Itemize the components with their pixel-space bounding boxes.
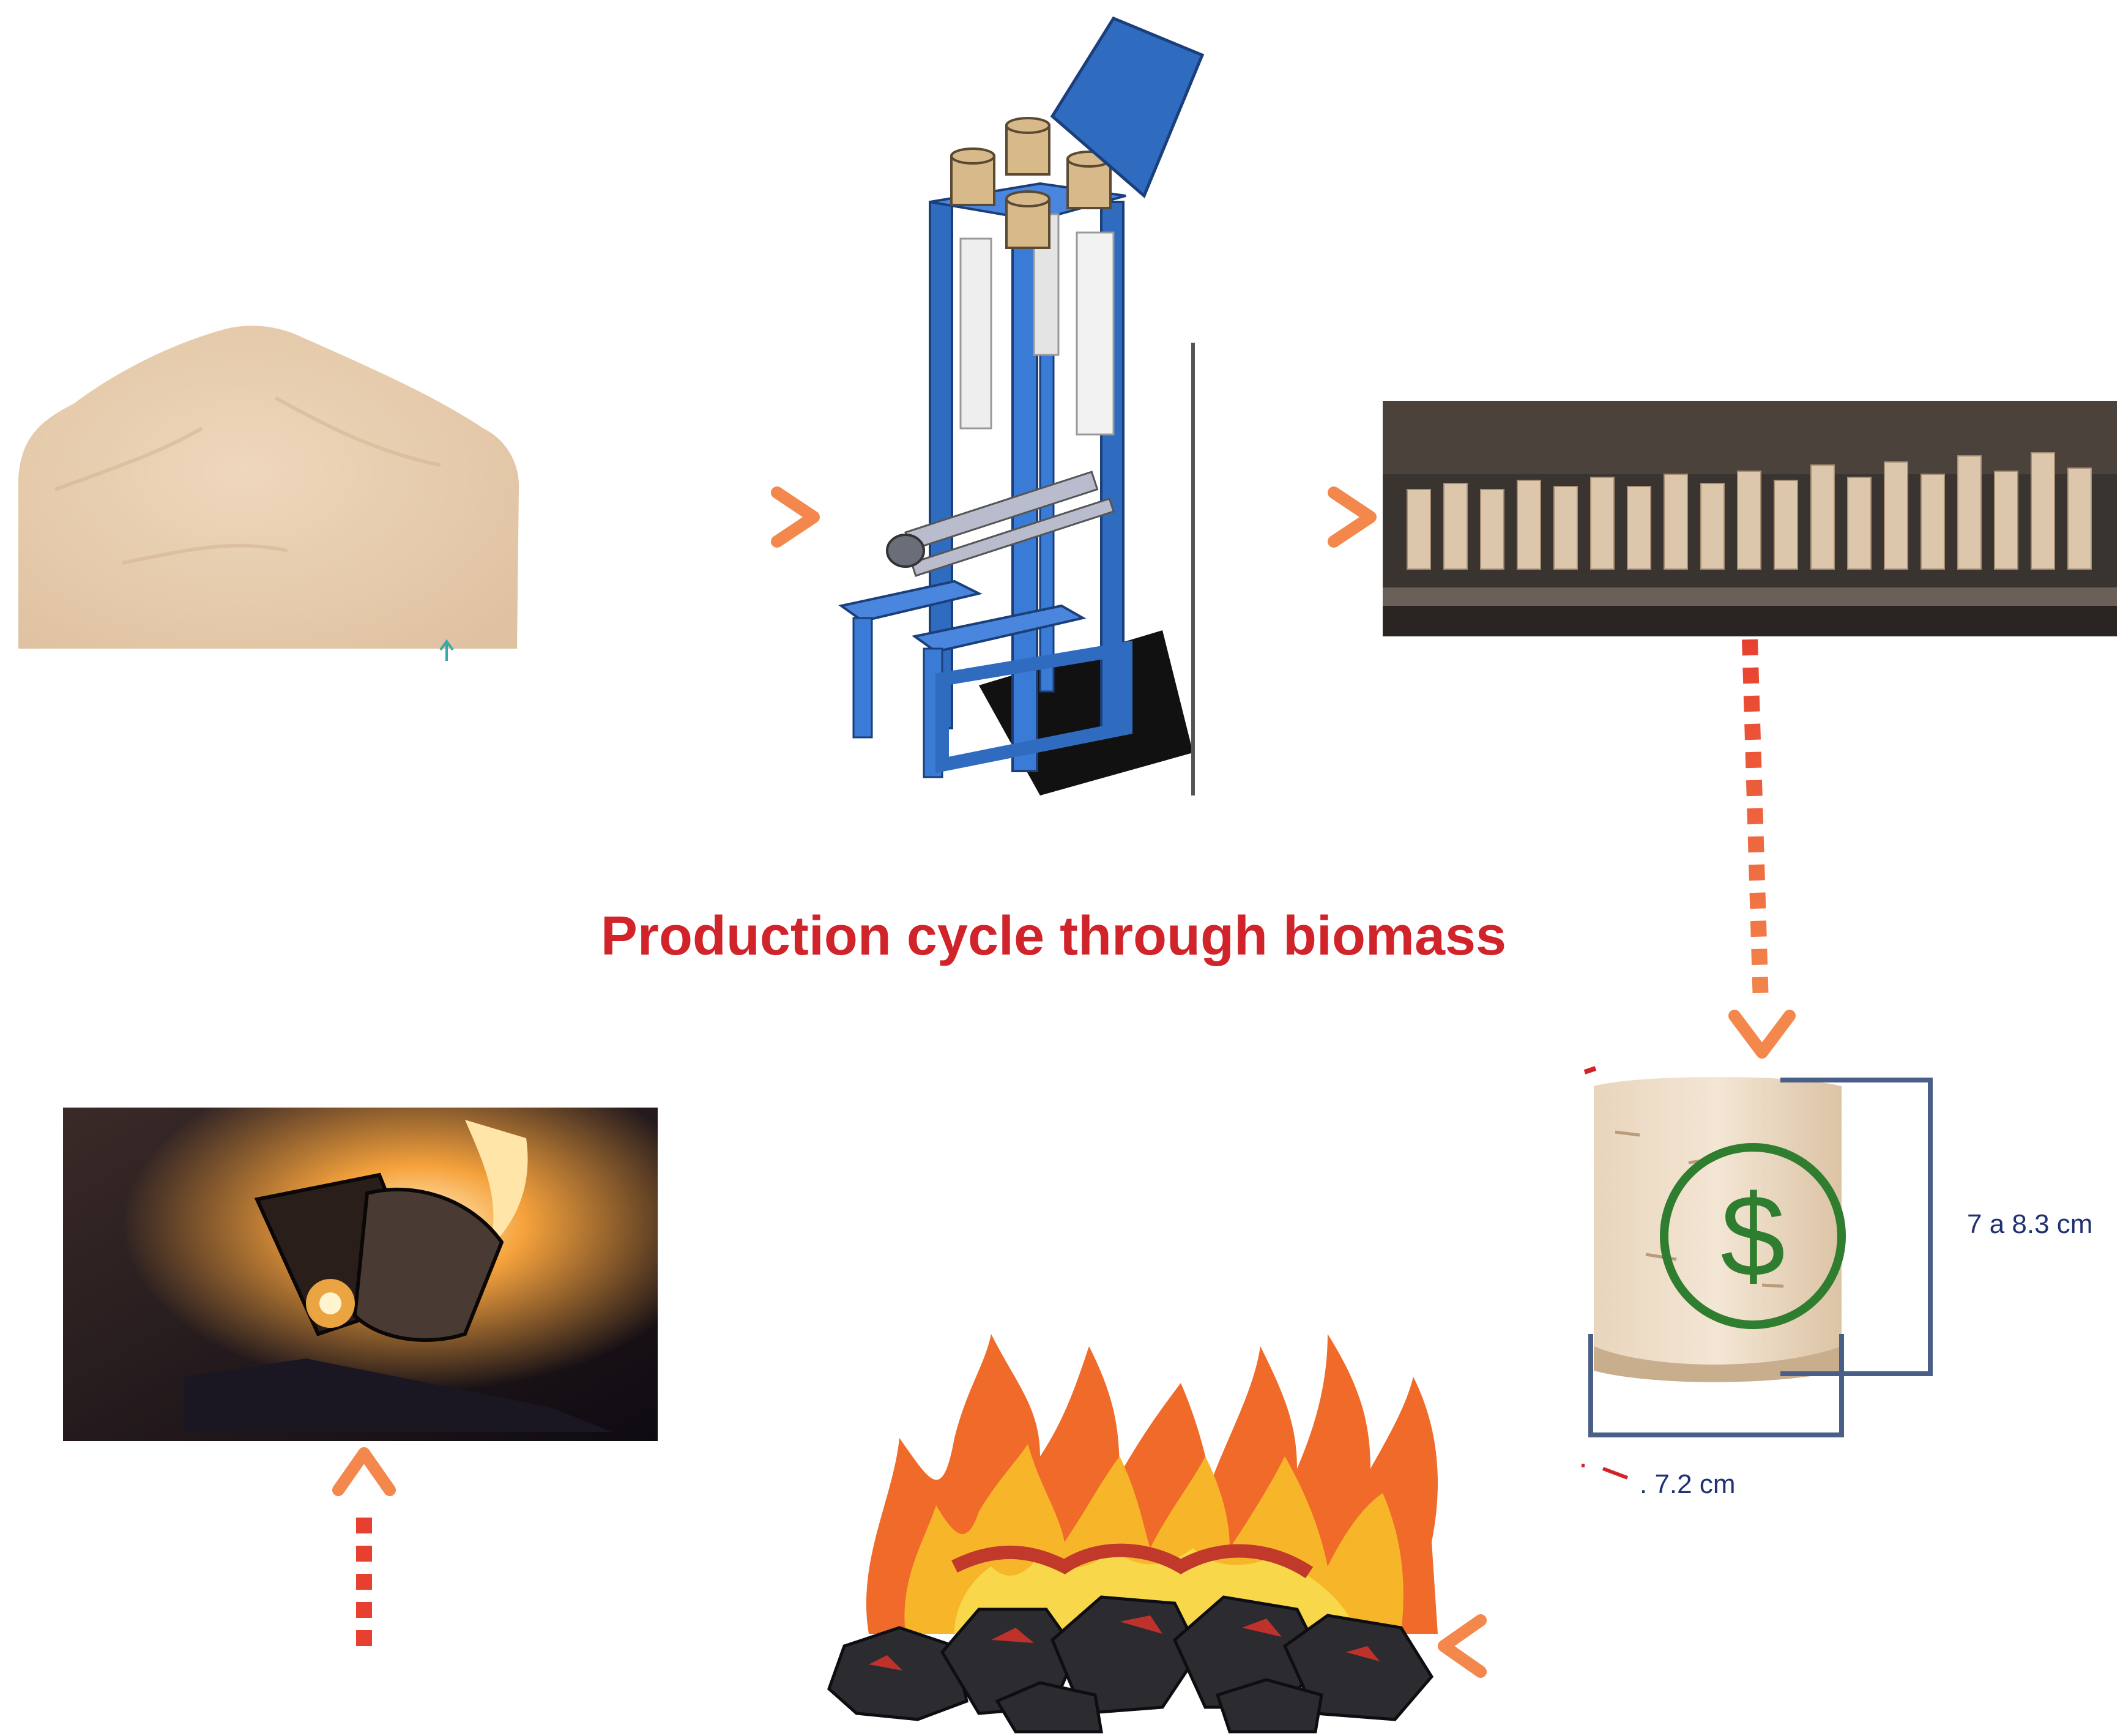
briquette-cylinder-icon (1594, 1077, 1842, 1382)
width-dimension-label: . 7.2 cm (1640, 1469, 1736, 1499)
arrow-drying-to-briquette (1728, 639, 1796, 1059)
furnace-fire-icon (63, 1108, 658, 1441)
diagram-title: Production cycle through biomass (601, 906, 1506, 967)
height-dimension-label: 7 a 8.3 cm (1967, 1209, 2092, 1239)
dimension-brackets (1582, 1066, 1933, 1480)
arrow-fire-to-furnace (332, 1447, 820, 1654)
arrow-briquette-to-fire (1438, 1524, 1770, 1678)
svg-text:$: $ (1720, 1171, 1785, 1301)
sawdust-pile-icon (18, 326, 519, 661)
arrow-press-to-drying (1199, 486, 1377, 548)
coal-fire-icon (827, 1334, 1438, 1734)
briquettes-drying-tray-icon (1383, 401, 2117, 636)
briquette-press-machine-icon (838, 16, 1205, 795)
arrow-sawdust-to-press (541, 486, 820, 548)
dollar-icon: $ (1660, 1143, 1846, 1329)
